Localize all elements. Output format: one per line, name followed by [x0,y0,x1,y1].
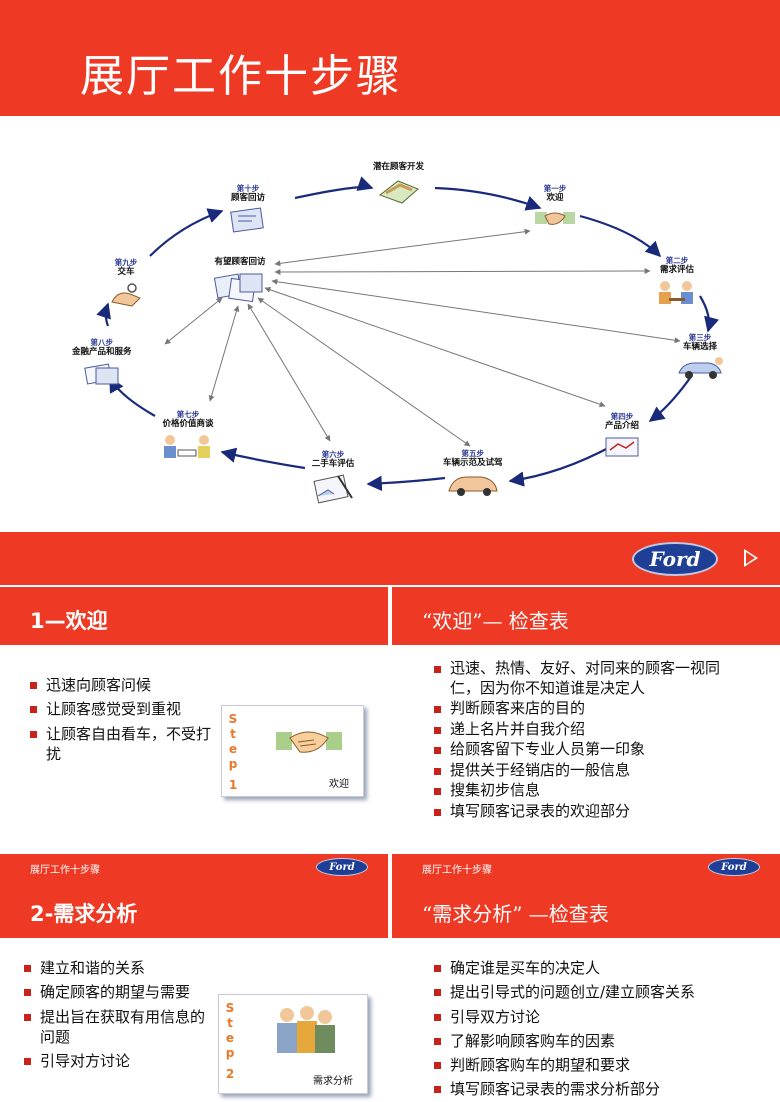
slide-title: 2-需求分析 [30,902,138,926]
step-5-node: 第五步 车辆示范及试驾 [443,449,503,499]
cycle-arrows [96,176,720,492]
slide-header [0,587,388,645]
ten-steps-diagram: 有望顾客回访 潜在顾客开发 第一步 欢迎 [0,116,780,532]
step-3-node: 第三步 车辆选择 [675,333,725,383]
bullet-list: 建立和谐的关系 确定顾客的期望与需要 提出旨在获取有用信息的问题 引导对方讨论 [24,958,208,1075]
list-item: 给顾客留下专业人员第一印象 [434,740,744,760]
handshake-icon [535,212,575,225]
slide-needs-checklist: “需求分析” —检查表 确定谁是买车的决定人 提出引导式的问题创立/建立顾客关系… [392,880,780,1102]
negotiation-icon [164,435,210,458]
documents-icon [213,273,263,302]
list-item: 迅速向顾客问候 [30,675,218,695]
slide-title: 1—欢迎 [30,609,108,633]
product-presentation-icon [605,437,639,457]
slide-welcome-checklist: “欢迎”— 检查表 迅速、热情、友好、对同来的顾客一视同仁，因为你不知道谁是决定… [392,587,780,880]
step-10-node: 第十步 顾客回访 [226,184,270,234]
slide-needs-analysis: 2-需求分析 建立和谐的关系 确定顾客的期望与需要 提出旨在获取有用信息的问题 … [0,880,388,1102]
people-group-icon [277,1006,335,1053]
list-item: 迅速、热情、友好、对同来的顾客一视同仁，因为你不知道谁是决定人 [434,659,744,698]
handshake-icon [276,731,342,753]
step-2-node: 第二步 需求评估 [655,256,699,308]
follow-up-icon [230,207,264,233]
key-handover-icon [111,283,141,307]
slide-header [0,880,388,938]
list-item: 确定顾客的期望与需要 [24,982,208,1002]
list-item: 提出引导式的问题创立/建立顾客关系 [434,982,764,1002]
slide-title: “需求分析” —检查表 [422,902,609,926]
list-item: 让顾客自由看车，不受打扰 [30,724,218,765]
bullet-list: 迅速向顾客问候 让顾客感觉受到重视 让顾客自由看车，不受打扰 [30,675,218,768]
start-node: 潜在顾客开发 [373,162,424,205]
step-7-node: 第七步 价格价值商谈 [160,410,216,462]
card-label: 需求分析 [313,1076,353,1087]
prospect-icon [378,180,419,204]
list-item: 搜集初步信息 [434,781,744,801]
ford-logo: Ford [632,542,718,576]
next-slide-icon[interactable] [744,549,758,567]
list-item: 了解影响顾客购车的因素 [434,1031,764,1051]
list-item: 让顾客感觉受到重视 [30,699,218,719]
list-item: 提供关于经销店的一般信息 [434,761,744,781]
list-item: 填写顾客记录表的欢迎部分 [434,802,744,822]
slide-header [392,880,780,938]
list-item: 引导双方讨论 [434,1007,764,1027]
list-item: 引导对方讨论 [24,1051,208,1071]
bullet-list: 确定谁是买车的决定人 提出引导式的问题创立/建立顾客关系 引导双方讨论 了解影响… [434,958,764,1102]
test-drive-icon [448,476,498,496]
car-selection-icon [678,357,723,379]
overview-slide: 展厅工作十步骤 [0,0,780,585]
list-item: 填写顾客记录表的需求分析部分 [434,1079,764,1099]
list-item: 判断顾客购车的期望和要求 [434,1055,764,1075]
finance-documents-icon [83,363,119,385]
step-8-node: 第八步 金融产品和服务 [72,338,132,388]
consultation-icon [659,281,693,304]
step-1-node: 第一步 欢迎 [533,184,577,232]
ford-logo: Ford [708,858,760,876]
slide-footer: 展厅工作十步骤 Ford [0,854,388,880]
step-6-node: 第六步 二手车评估 [308,450,358,504]
list-item: 提出旨在获取有用信息的问题 [24,1007,208,1048]
list-item: 判断顾客来店的目的 [434,699,744,719]
slide-header [0,0,780,116]
slide-footer: 展厅工作十步骤 Ford [392,854,780,880]
list-item: 建立和谐的关系 [24,958,208,978]
step-9-node: 第九步 交车 [108,258,144,310]
step-4-node: 第四步 产品介绍 [600,412,644,462]
bullet-list: 迅速、热情、友好、对同来的顾客一视同仁，因为你不知道谁是决定人 判断顾客来店的目… [434,659,744,822]
card-label: 欢迎 [329,779,349,790]
slide-title: “欢迎”— 检查表 [422,609,569,633]
ford-logo: Ford [316,858,368,876]
slide-header [392,587,780,645]
center-node: 有望顾客回访 [212,257,268,308]
slide-title: 展厅工作十步骤 [80,51,402,102]
list-item: 递上名片并自我介绍 [434,720,744,740]
used-car-appraisal-icon [313,474,353,504]
list-item: 确定谁是买车的决定人 [434,958,764,978]
